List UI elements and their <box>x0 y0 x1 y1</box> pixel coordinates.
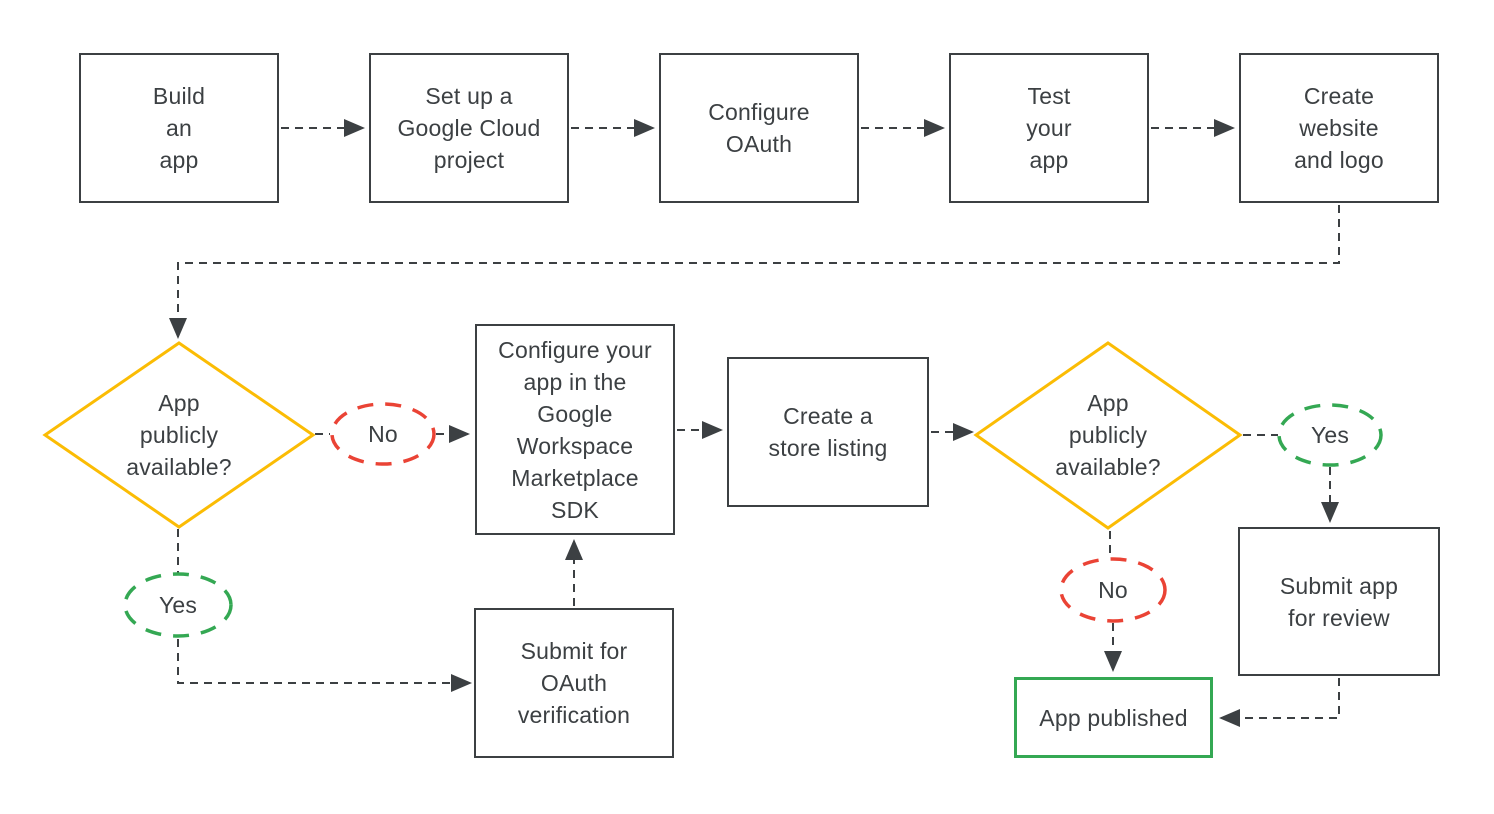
node-create-store-listing: Create a store listing <box>727 357 929 507</box>
node-app-published: App published <box>1014 677 1213 758</box>
yes1-oval-shape <box>123 572 233 638</box>
yes2-oval-shape <box>1277 403 1383 467</box>
node-submit-for-oauth-verification: Submit for OAuth verification <box>474 608 674 758</box>
no1-label: No <box>368 421 398 447</box>
edge-website-to-decision1 <box>169 205 1340 339</box>
decision2-diamond-shape <box>973 341 1243 530</box>
no2-oval-shape <box>1059 557 1167 623</box>
no2-label: No <box>1098 577 1128 603</box>
node-configure-app-marketplace-sdk: Configure your app in the Google Workspa… <box>475 324 675 535</box>
no1-oval-shape <box>330 402 436 466</box>
yes1-label: Yes <box>158 592 198 618</box>
edge-yes1-to-submit-oauth <box>177 639 472 692</box>
node-create-website-and-logo: Create website and logo <box>1239 53 1439 203</box>
decision1-diamond-shape <box>42 341 316 529</box>
edge-submit-review-to-app-published <box>1219 678 1340 727</box>
node-test-your-app: Test your app <box>949 53 1149 203</box>
node-configure-oauth: Configure OAuth <box>659 53 859 203</box>
yes2-label: Yes <box>1310 422 1350 448</box>
node-build-an-app: Build an app <box>79 53 279 203</box>
node-submit-app-for-review: Submit app for review <box>1238 527 1440 676</box>
node-set-up-google-cloud-project: Set up a Google Cloud project <box>369 53 569 203</box>
decision1-label: App publicly available? <box>126 390 232 480</box>
decision2-label: App publicly available? <box>1055 390 1161 480</box>
